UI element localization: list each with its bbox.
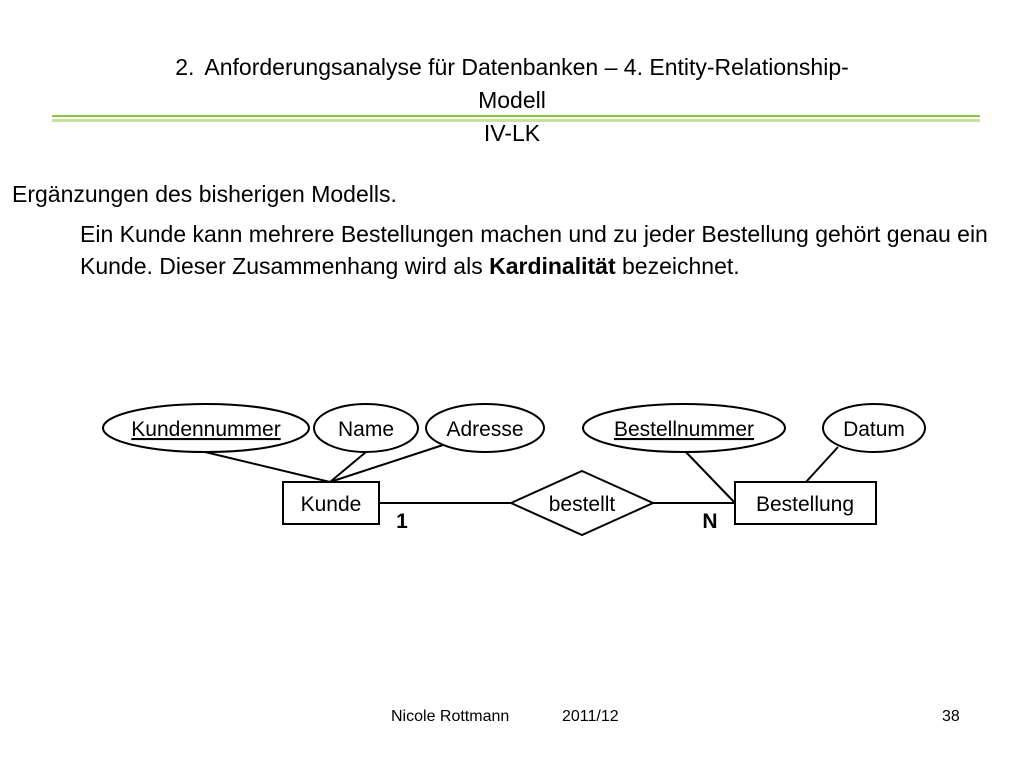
attribute-kundennummer-label: Kundennummer <box>131 418 280 441</box>
entity-kunde-label: Kunde <box>301 493 362 516</box>
title-number: 2. <box>175 54 195 80</box>
edge-datum-bestellung <box>805 446 839 483</box>
title-divider-bottom <box>52 119 980 122</box>
title-line-2: Modell <box>478 87 546 113</box>
attribute-datum <box>822 403 926 453</box>
cardinality-paragraph: Ein Kunde kann mehrere Bestellungen mach… <box>80 218 1000 282</box>
cardinality-bestellung: N <box>702 510 717 533</box>
attribute-datum-label: Datum <box>843 418 905 441</box>
paragraph-text-after: bezeichnet. <box>615 253 740 279</box>
footer-author: Nicole Rottmann <box>391 708 510 725</box>
title-line-3: IV-LK <box>483 120 541 146</box>
footer-term: 2011/12 <box>562 708 619 725</box>
relationship-bestellt-label: bestellt <box>549 493 616 516</box>
attribute-bestellnummer-label: Bestellnummer <box>614 418 754 441</box>
edge-adresse-kunde <box>329 444 444 483</box>
edge-kundennummer-kunde <box>204 451 331 483</box>
edge-bestellnummer-bestellung <box>683 449 736 504</box>
intro-text: Ergänzungen des bisherigen Modells. <box>12 181 397 207</box>
attribute-adresse-label: Adresse <box>446 418 523 441</box>
edge-name-kunde <box>329 451 367 483</box>
paragraph-text-before: Ein Kunde kann mehrere Bestellungen mach… <box>80 221 988 279</box>
title-line-1: Anforderungsanalyse für Datenbanken – 4.… <box>204 54 849 80</box>
title-divider-top <box>52 115 980 117</box>
relationship-bestellt <box>508 469 656 537</box>
entity-bestellung <box>734 481 877 525</box>
footer-page-number: 38 <box>942 708 960 725</box>
paragraph-bold-term: Kardinalität <box>489 253 616 279</box>
attribute-bestellnummer <box>582 403 786 453</box>
slide-title: 2. Anforderungsanalyse für Datenbanken – … <box>40 52 984 149</box>
cardinality-kunde: 1 <box>396 510 408 533</box>
attribute-adresse <box>425 403 545 453</box>
entity-kunde <box>282 481 380 525</box>
attribute-name-label: Name <box>338 418 394 441</box>
attribute-name <box>313 403 419 453</box>
attribute-kundennummer <box>102 403 310 453</box>
entity-bestellung-label: Bestellung <box>756 493 854 516</box>
